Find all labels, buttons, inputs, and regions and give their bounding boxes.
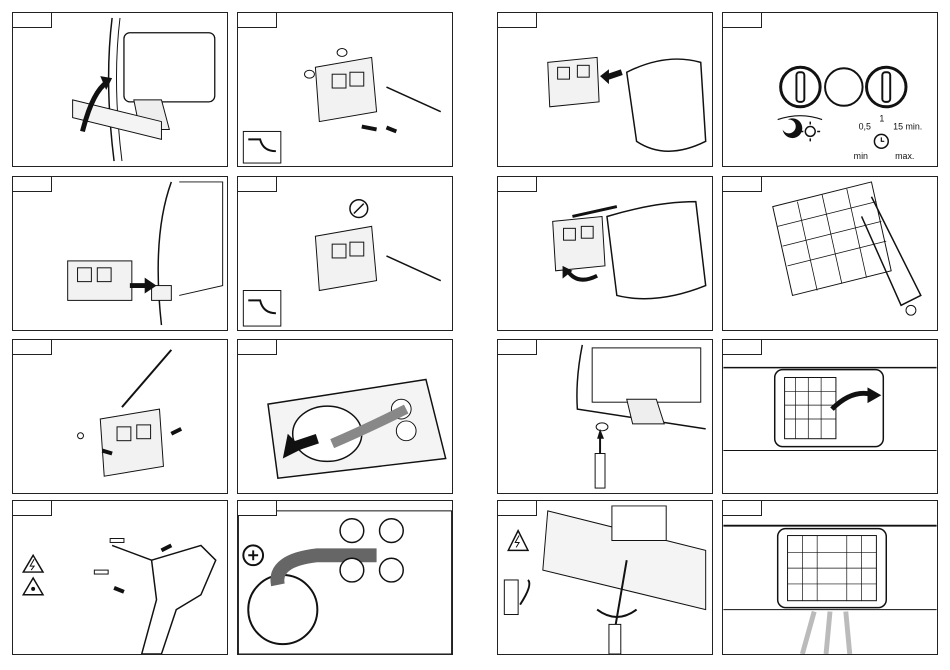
illustration-attach-lamp [498,13,712,166]
step-tab [238,501,277,516]
warning-electric-icon [508,531,528,551]
timer-label-min: min [854,151,868,161]
panel-attach-lamp [497,12,713,167]
step-tab [13,13,52,28]
illustration-remove-base [13,177,227,330]
clock-icon [874,134,888,148]
timer-knob [867,67,906,106]
panel-wiring-screws-2 [237,176,453,331]
step-tab [238,13,277,28]
warning-fire-icon [23,578,43,595]
step-tab [238,340,277,355]
step-tab [723,13,762,28]
step-tab [13,177,52,192]
panel-final [722,500,938,655]
step-tab [498,501,537,516]
panel-slide-lamp [497,176,713,331]
step-tab [13,340,52,355]
timer-label-15: 15 min. [893,121,922,131]
panel-adjust-sensor [497,500,713,655]
illustration-screwdriver [498,340,712,493]
illustration-slide-lamp [498,177,712,330]
panel-cable-entry [237,339,453,494]
panel-remove-base [12,176,228,331]
illustration-final [723,501,937,654]
timer-label-05: 0,5 [859,121,871,131]
panel-terminal-closeup [237,500,453,655]
step-tab [13,501,52,516]
panel-screwdriver [497,339,713,494]
step-tab [723,177,762,192]
moon-icon [783,118,803,138]
illustration-terminal-closeup [238,501,452,654]
step-tab [498,177,537,192]
step-tab [498,340,537,355]
illustration-cable-entry [238,340,452,493]
panel-insert-mask [722,339,938,494]
step-tab [238,177,277,192]
illustration-knobs: 1 0,5 15 min. min max. [723,13,937,166]
timer-label-1: 1 [879,114,884,124]
panel-mount-screws [12,339,228,494]
switch-icon [504,580,518,615]
illustration-drill [13,501,227,654]
panel-drill [12,500,228,655]
timer-label-max: max. [895,151,914,161]
panel-open-cover [12,12,228,167]
step-tab [498,13,537,28]
daylight-knob [781,67,820,106]
panel-cut-mask [722,176,938,331]
illustration-mount-screws [13,340,227,493]
illustration-wiring-screws-2 [238,177,452,330]
illustration-cut-mask [723,177,937,330]
panel-wiring-screws [237,12,453,167]
panel-knobs: 1 0,5 15 min. min max. [722,12,938,167]
illustration-open-cover [13,13,227,166]
illustration-wiring-screws [238,13,452,166]
illustration-adjust-sensor [498,501,712,654]
warning-electric-icon [23,555,43,572]
sun-icon [800,122,820,142]
illustration-insert-mask [723,340,937,493]
step-tab [723,501,762,516]
step-tab [723,340,762,355]
